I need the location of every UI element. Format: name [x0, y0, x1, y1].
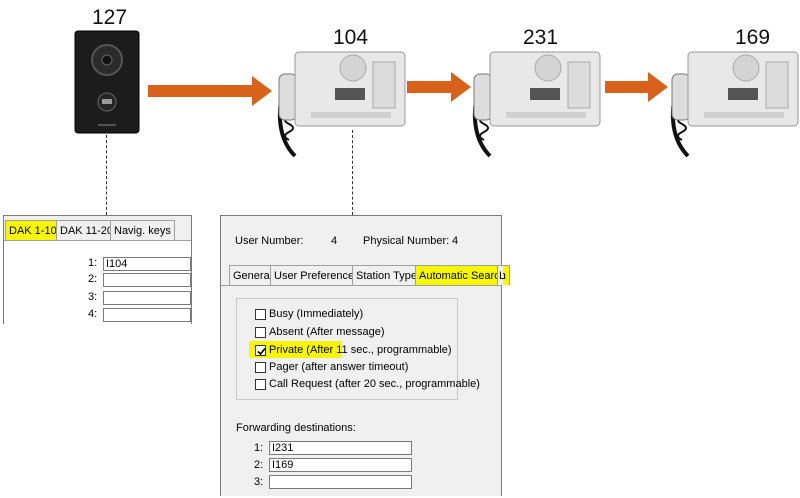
- tab-station-type[interactable]: Station Type: [352, 265, 421, 285]
- arrow-231-to-169: [605, 72, 668, 102]
- dak-tab-strip: DAK 1-10 DAK 11-20 Navig. keys: [4, 220, 193, 240]
- phone-104-image: [277, 51, 406, 158]
- destination-index: 1:: [254, 442, 264, 454]
- absent-checkbox[interactable]: [255, 327, 266, 338]
- tab-dak-1-10[interactable]: DAK 1-10: [5, 220, 61, 240]
- physical-number-value: 4: [452, 235, 459, 247]
- door-station-image: [74, 30, 140, 134]
- automatic-search-tab-body: Busy (Immediately) Absent (After message…: [221, 285, 501, 498]
- physical-number-label: Physical Number:: [363, 235, 450, 247]
- destination-index: 2:: [254, 459, 264, 471]
- tab-automatic-search[interactable]: Automatic Search: [415, 265, 510, 285]
- private-label: Private (After 11 sec., programmable): [269, 344, 452, 356]
- forwarding-destinations-label: Forwarding destinations:: [236, 422, 356, 434]
- private-checkbox[interactable]: [255, 345, 266, 356]
- busy-checkbox[interactable]: [255, 309, 266, 320]
- call-request-checkbox[interactable]: [255, 379, 266, 390]
- dak-row-field[interactable]: [103, 308, 191, 322]
- check-icon: [257, 347, 266, 356]
- busy-label: Busy (Immediately): [269, 308, 364, 320]
- station-settings-panel: User Number: 4 Physical Number: 4 Genera…: [220, 215, 510, 498]
- user-number-value: 4: [331, 235, 338, 247]
- search-options-group: [236, 298, 458, 400]
- tab-user-preferences[interactable]: User Preferences: [270, 265, 364, 285]
- door-station-number: 127: [92, 6, 128, 29]
- station-tab-strip: General User Preferences Station Type Au…: [221, 265, 510, 285]
- dak-row-index: 1:: [88, 257, 98, 269]
- dak-tab-body: 1: I104 2: 3: 4:: [4, 240, 191, 325]
- dak-row-index: 3:: [88, 291, 98, 303]
- destination-field-1[interactable]: I231: [269, 441, 412, 455]
- phone-169-image: [670, 51, 799, 158]
- pager-label: Pager (after answer timeout): [269, 361, 409, 373]
- destination-field-3[interactable]: [269, 475, 412, 489]
- dak-row-field[interactable]: [103, 291, 191, 305]
- dak-panel: DAK 1-10 DAK 11-20 Navig. keys 1: I104 2…: [3, 215, 193, 325]
- tab-navig-keys[interactable]: Navig. keys: [110, 220, 175, 240]
- pager-checkbox[interactable]: [255, 362, 266, 373]
- dak-row-field[interactable]: I104: [103, 257, 191, 271]
- phone-231-number: 231: [523, 26, 559, 49]
- connector-104-dashed: [352, 130, 353, 215]
- arrow-104-to-231: [407, 72, 471, 102]
- phone-104-number: 104: [333, 26, 369, 49]
- dak-row-index: 4:: [88, 308, 98, 320]
- absent-label: Absent (After message): [269, 326, 385, 338]
- destination-index: 3:: [254, 476, 264, 488]
- dak-row-field[interactable]: [103, 273, 191, 287]
- tab-more[interactable]: L: [497, 265, 505, 285]
- tab-dak-11-20[interactable]: DAK 11-20: [56, 220, 117, 240]
- phone-169-number: 169: [735, 26, 771, 49]
- user-number-label: User Number:: [235, 235, 304, 247]
- call-request-label: Call Request (after 20 sec., programmabl…: [269, 378, 480, 390]
- dak-row-index: 2:: [88, 273, 98, 285]
- private-highlight: [249, 341, 342, 358]
- destination-field-2[interactable]: I169: [269, 458, 412, 472]
- arrow-127-to-104: [148, 76, 272, 106]
- phone-231-image: [472, 51, 601, 158]
- connector-127-dashed: [106, 135, 107, 215]
